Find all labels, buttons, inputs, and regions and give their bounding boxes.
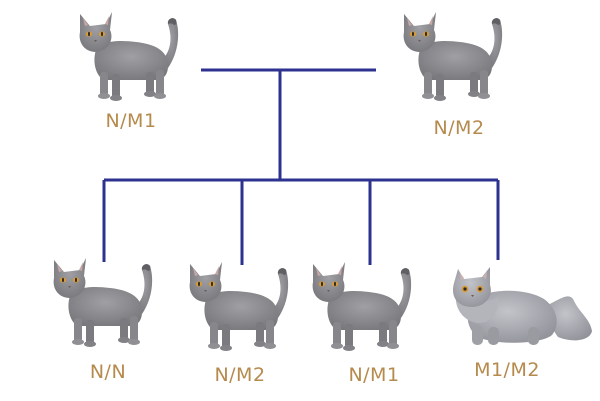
shorthair-cat-icon bbox=[312, 262, 412, 351]
offspring-genotype-label: N/N bbox=[89, 361, 127, 383]
offspring-genotype-label: N/M2 bbox=[214, 364, 266, 386]
parent-genotype-label: N/M1 bbox=[105, 110, 157, 132]
shorthair-cat-icon bbox=[403, 12, 503, 101]
longhair-cat-icon bbox=[452, 267, 592, 345]
offspring-genotype-label: N/M1 bbox=[348, 364, 400, 386]
parent-genotype-label: N/M2 bbox=[433, 117, 485, 139]
shorthair-cat-icon bbox=[79, 12, 179, 101]
offspring-genotype-label: M1/M2 bbox=[474, 359, 540, 381]
shorthair-cat-icon bbox=[53, 258, 153, 347]
shorthair-cat-icon bbox=[189, 262, 289, 351]
